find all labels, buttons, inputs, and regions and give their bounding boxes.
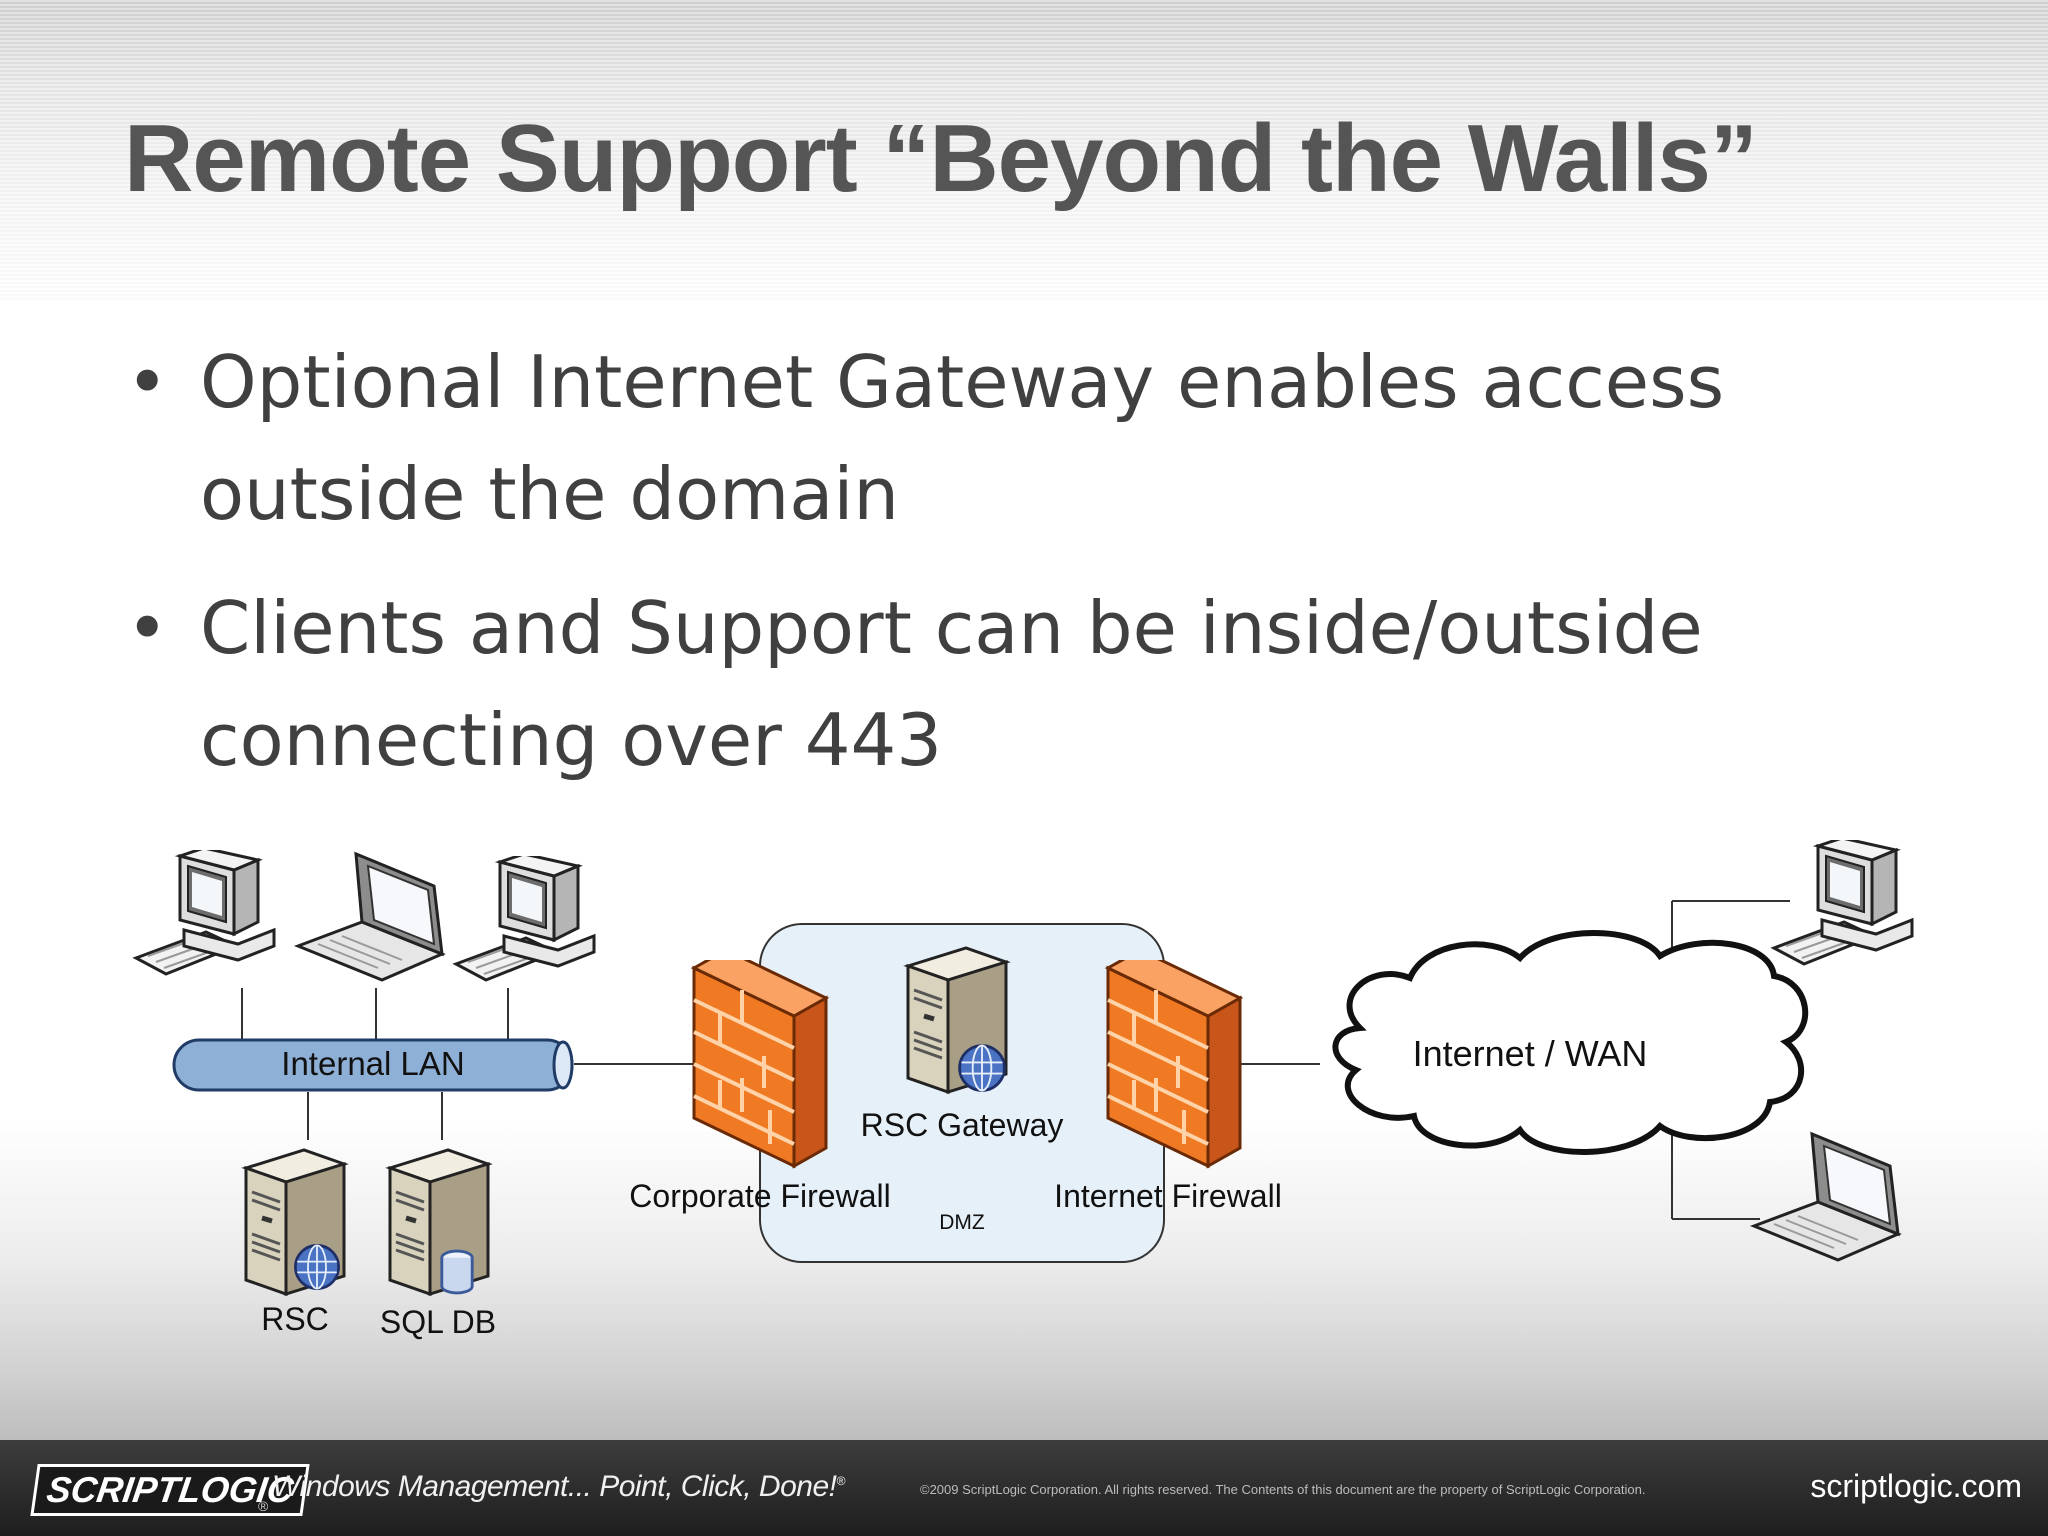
footer-copyright: ©2009 ScriptLogic Corporation. All right…: [920, 1482, 1646, 1497]
internet-cloud-icon: [1332, 930, 1809, 1155]
bullet-dot: •: [126, 586, 169, 670]
internal-lan-pipe: [172, 1038, 574, 1092]
header-stripes: [0, 0, 2048, 300]
remote-laptop-computer-icon: [1752, 1132, 1900, 1262]
footer-tagline-text: Windows Management... Point, Click, Done…: [272, 1470, 837, 1503]
corporate-firewall-label: Corporate Firewall: [629, 1178, 890, 1214]
laptop-computer-icon: [296, 852, 444, 982]
remote-desktop-computer-icon: [1772, 840, 1914, 966]
globe-icon: [294, 1244, 340, 1290]
globe-icon: [958, 1044, 1006, 1092]
dmz-label: DMZ: [939, 1211, 985, 1234]
bullet-dot: •: [126, 340, 169, 424]
desktop-computer-icon: [134, 850, 276, 976]
internet-wan-label: Internet / WAN: [1413, 1033, 1648, 1074]
rsc-gateway-label: RSC Gateway: [861, 1107, 1064, 1143]
footer-bar: SCRIPTLOGIC ® Windows Management... Poin…: [0, 1440, 2048, 1536]
internet-firewall-label: Internet Firewall: [1054, 1178, 1282, 1214]
footer-website: scriptlogic.com: [1810, 1468, 2022, 1504]
slide-title: Remote Support “Beyond the Walls”: [124, 105, 1758, 212]
internal-lan-label: Internal LAN: [281, 1045, 464, 1082]
rsc-label: RSC: [261, 1301, 329, 1337]
bullet-item: • Optional Internet Gateway enables acce…: [124, 326, 1944, 550]
tagline-registered-mark: ®: [836, 1474, 846, 1488]
desktop-computer-icon: [454, 856, 596, 982]
bullet-text: Clients and Support can be inside/outsid…: [200, 586, 1703, 782]
footer-tagline: Windows Management... Point, Click, Done…: [272, 1470, 845, 1504]
bullet-item: • Clients and Support can be inside/outs…: [124, 572, 1944, 796]
network-diagram: Internal LAN RSC SQL DB RSC Gateway Corp…: [134, 840, 1914, 1340]
sql-db-label: SQL DB: [380, 1304, 496, 1340]
bullet-list: • Optional Internet Gateway enables acce…: [124, 326, 1944, 818]
bullet-text: Optional Internet Gateway enables access…: [200, 340, 1725, 536]
database-icon: [440, 1249, 474, 1295]
logo-registered-mark: ®: [258, 1498, 269, 1514]
